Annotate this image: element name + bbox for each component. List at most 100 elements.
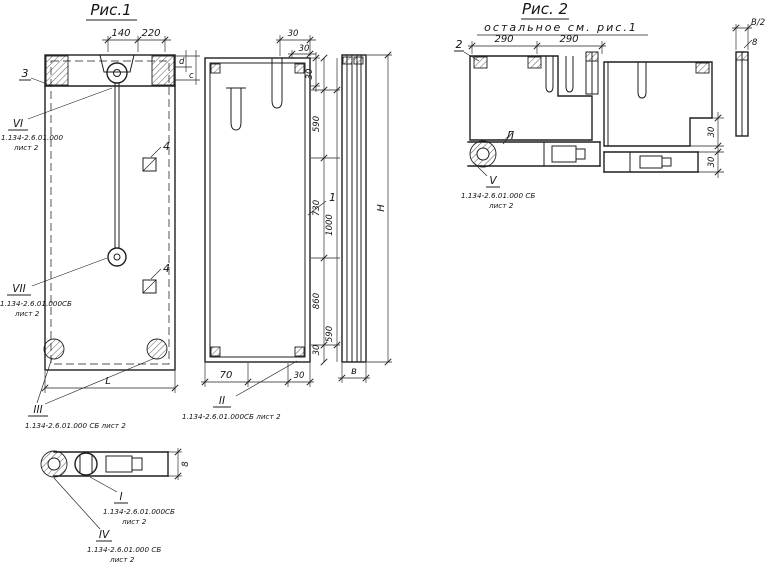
anchor-block bbox=[527, 56, 542, 69]
strip-bolt-head bbox=[661, 157, 672, 167]
lifting-hook bbox=[545, 56, 554, 93]
fig2-pos2-label: 2 bbox=[456, 38, 463, 51]
lifting-hook-right bbox=[271, 58, 283, 109]
fig2-dim-B2: В/2 bbox=[751, 18, 765, 28]
fig1-bottom-dimensions: 70 30 bbox=[201, 363, 314, 387]
fig1-top-dimension: 140 220 bbox=[102, 28, 171, 52]
fig1-ref-vii-sheet: лист 2 bbox=[14, 309, 40, 318]
lifting-loop bbox=[106, 62, 128, 84]
fig1-dim-860: 860 bbox=[312, 293, 322, 309]
detail-bolt-head bbox=[131, 457, 143, 471]
fig1-ref-iv-sheet: лист 2 bbox=[109, 555, 135, 564]
strip-bolt-body bbox=[639, 155, 663, 169]
corner-plate bbox=[294, 63, 305, 74]
fig2-plan-right bbox=[603, 61, 713, 147]
fig2-30-dimensions: 30 30 bbox=[690, 112, 724, 178]
anchor-plate-upper bbox=[142, 157, 157, 172]
figure-2: Рис. 2 остальное см. рис.1 290 290 2 bbox=[454, 0, 765, 210]
fig1-ref-vii: VII 1.134-2.6.01.000СБ лист 2 bbox=[0, 257, 108, 318]
detail-bushing bbox=[74, 452, 98, 476]
fig1-dim-v: в bbox=[351, 366, 357, 377]
fig1-pos3-label: 3 bbox=[22, 67, 29, 80]
top-right-hatch-block bbox=[151, 55, 175, 86]
fig2-ref-v: V 1.134-2.6.01.000 СБ лист 2 bbox=[461, 162, 535, 210]
edge-panel-outline bbox=[341, 54, 367, 363]
fig1-H-dimension: Н bbox=[367, 51, 392, 366]
fig1-ref-i: I 1.134-2.6.01.000СБ лист 2 bbox=[89, 476, 175, 526]
fig2-dim-290-right: 290 bbox=[559, 34, 578, 45]
fig2-dim-30-a: 30 bbox=[707, 127, 717, 138]
fig2-dim-8: 8 bbox=[752, 38, 758, 48]
fig1-ref-ii-roman: II bbox=[219, 395, 225, 407]
fig1-dim-1000: 1000 bbox=[325, 214, 335, 236]
strip-bolt-body bbox=[551, 145, 577, 163]
anchor-plate-lower bbox=[142, 279, 157, 294]
lifting-hook-left bbox=[230, 88, 242, 131]
anchor-block bbox=[473, 56, 488, 69]
fig1-ref-iv: IV 1.134-2.6.01.000 СБ лист 2 bbox=[53, 477, 161, 564]
fig1-edge-view bbox=[341, 54, 367, 363]
fig1-dim-8: 8 bbox=[181, 461, 191, 467]
fig1-dim-220: 220 bbox=[141, 28, 160, 39]
fig1-ref-vi: VI 1.134-2.6.01.000 лист 2 bbox=[1, 87, 113, 152]
fig2-290-dimensions: 290 290 bbox=[468, 34, 606, 54]
figure-1: Рис.1 140 220 bbox=[0, 1, 392, 564]
fig1-ref-vii-doc: 1.134-2.6.01.000СБ bbox=[0, 299, 72, 308]
bottom-right-insert bbox=[146, 338, 168, 360]
fig2-posL-label: Л bbox=[505, 129, 514, 142]
strip-bolt-head bbox=[575, 148, 586, 160]
fig2-dim-30-b: 30 bbox=[707, 157, 717, 168]
fig1-section-view bbox=[204, 57, 311, 363]
front-panel-outline bbox=[44, 54, 176, 371]
fig1-ref-vii-roman: VII bbox=[12, 283, 25, 295]
detail-bolt-body bbox=[105, 455, 133, 473]
fig2-note: остальное см. рис.1 bbox=[484, 21, 638, 34]
fig2-ref-v-sheet: лист 2 bbox=[488, 201, 514, 210]
fig1-ref-vi-doc: 1.134-2.6.01.000 bbox=[1, 133, 63, 142]
fig1-dim-70: 70 bbox=[220, 370, 233, 381]
fig1-title: Рис.1 bbox=[90, 1, 131, 19]
fig1-dim-590-upper: 590 bbox=[312, 116, 322, 132]
plan-left-outline bbox=[469, 55, 593, 141]
fig2-edge-strip: В/2 8 bbox=[732, 18, 765, 137]
corner-plate bbox=[210, 63, 221, 74]
fig1-ref-iii: III 1.134-2.6.01.000 СБ лист 2 bbox=[25, 357, 156, 430]
fig1-v-dimension: в bbox=[338, 363, 370, 383]
fig1-ref-ii-doc: 1.134-2.6.01.000СБ лист 2 bbox=[182, 412, 281, 421]
fig1-dim-30-top-b: 30 bbox=[299, 44, 310, 54]
fig1-ref-iii-roman: III bbox=[33, 404, 42, 416]
fig1-dim-730: 730 bbox=[312, 200, 322, 216]
top-left-hatch-block bbox=[45, 55, 69, 86]
fig1-dim-H: Н bbox=[376, 204, 387, 212]
fig1-right-dimension-chain: 590 730 860 30 1000 590 bbox=[311, 54, 341, 366]
anchor-block bbox=[695, 62, 710, 74]
fig2-ref-v-doc: 1.134-2.6.01.000 СБ bbox=[461, 191, 535, 200]
fig2-plan-left bbox=[469, 51, 599, 141]
fig2-node-strip-left bbox=[467, 140, 601, 168]
middle-anchor-hole bbox=[107, 247, 127, 267]
section-panel-outline bbox=[204, 57, 311, 363]
fig1-ref-iv-roman: IV bbox=[99, 529, 110, 541]
fig1-pos3-callout: 3 bbox=[19, 67, 48, 85]
fig1-dim-30-top-a: 30 bbox=[288, 29, 299, 39]
fig1-pos1-label: 1 bbox=[329, 191, 336, 204]
fig2-ref-v-roman: V bbox=[489, 175, 497, 187]
lifting-hook bbox=[565, 56, 574, 93]
fig1-ref-vi-roman: VI bbox=[13, 118, 23, 130]
fig1-ref-i-doc: 1.134-2.6.01.000СБ bbox=[103, 507, 175, 516]
plan-right-outline bbox=[603, 61, 713, 147]
fig1-dim-30-bottomright: 30 bbox=[312, 345, 322, 356]
fig1-dim-d: d bbox=[179, 57, 185, 67]
fig1-node-detail: 8 bbox=[40, 448, 191, 480]
corner-plate bbox=[210, 346, 221, 357]
fig1-L-dimension: L bbox=[41, 371, 179, 393]
lifting-hook bbox=[637, 62, 647, 99]
fig1-topright-dimensions: 30 30 30 bbox=[276, 29, 320, 92]
corner-plate bbox=[294, 346, 305, 357]
fig1-dim-30-right: 30 bbox=[305, 69, 315, 80]
fig1-ref-i-sheet: лист 2 bbox=[121, 517, 147, 526]
fig1-ref-iv-doc: 1.134-2.6.01.000 СБ bbox=[87, 545, 161, 554]
fig1-dim-c: c bbox=[189, 71, 194, 81]
fig1-ref-i-roman: I bbox=[119, 491, 122, 503]
